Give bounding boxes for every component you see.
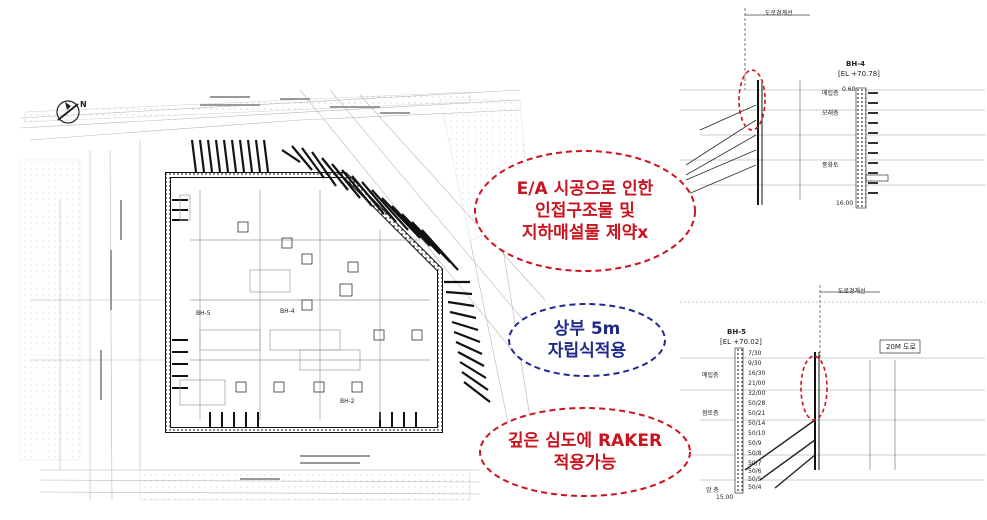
bh5-depth-mark: 50/6 xyxy=(748,468,762,475)
pit-markers xyxy=(235,221,423,393)
bh5-road-width: 20M 도로 xyxy=(886,343,917,351)
bh5-borehole-label: BH-5 xyxy=(727,328,746,336)
bh5-layer-fill: 매립층 xyxy=(702,372,719,379)
bh5-depth-mark: 7/30 xyxy=(748,350,762,357)
bh4-depth-top: 0.60 xyxy=(842,86,856,93)
strut-ticks-top xyxy=(190,139,270,173)
bh5-depth-mark: 50/9 xyxy=(748,440,762,447)
callout-raker-line-2: 적용가능 xyxy=(553,453,617,473)
highlight-raker-top xyxy=(800,355,828,421)
bh5-road-label: 도로경계선 xyxy=(838,288,866,295)
bh4-layer-weathered: 풍화토 xyxy=(822,162,839,169)
callout-ea-line-2: 인접구조물 및 xyxy=(535,201,635,221)
boring-log-bh4 xyxy=(855,87,878,209)
raker-struts xyxy=(744,419,816,489)
callout-self-support-line-2: 자립식적용 xyxy=(547,341,627,361)
excavation-outline xyxy=(165,172,443,433)
strut-ticks-diagonal xyxy=(281,145,459,271)
plan-bh2-label: BH-2 xyxy=(340,398,355,405)
north-arrow-icon xyxy=(56,100,80,124)
highlight-upper-wall xyxy=(738,69,766,131)
bh5-depth-mark: 32/00 xyxy=(748,390,766,397)
bh5-layer-rock: 암 층 xyxy=(706,487,719,494)
bh4-elevation-label: [EL +70.78] xyxy=(838,70,880,78)
strut-ticks-right xyxy=(444,280,491,403)
paving-strip-top xyxy=(19,91,531,501)
plan-bh4-label: BH-4 xyxy=(280,308,295,315)
bh4-road-label: 도로경계선 xyxy=(765,10,793,17)
callout-self-support-line-1: 상부 5m xyxy=(553,319,621,339)
bh5-depth-bottom: 15.00 xyxy=(716,494,734,501)
bh5-layer-clay: 점토층 xyxy=(702,410,719,417)
bh5-depth-mark: 50/10 xyxy=(748,430,766,437)
plan-bh5-label: BH-5 xyxy=(196,310,211,317)
inner-grid xyxy=(179,190,430,420)
bh5-depth-mark: 50/4 xyxy=(748,484,762,491)
callout-raker-line-1: 깊은 심도에 RAKER xyxy=(507,431,663,451)
boring-log-bh5 xyxy=(734,347,744,494)
bh5-depth-mark: 50/28 xyxy=(748,400,766,407)
strut-ticks-bottom xyxy=(209,412,417,428)
bh5-depth-mark: 50/8 xyxy=(748,450,762,457)
callout-ellipse-ea xyxy=(474,150,696,272)
plan-annotation-ticks xyxy=(100,96,410,480)
callout-upper-self-support: 상부 5m 자립식적용 xyxy=(517,318,657,362)
bh5-depth-mark: 50/21 xyxy=(748,410,766,417)
north-label: N xyxy=(80,100,87,109)
bh4-depth-bottom: 16.00 xyxy=(836,200,854,207)
bh5-elevation-label: [EL +70.02] xyxy=(720,338,762,346)
callout-raker: 깊은 심도에 RAKER 적용가능 xyxy=(495,430,675,474)
bh5-depth-mark: 50/5 xyxy=(748,476,762,483)
bh4-layer-fill: 매립층 xyxy=(822,90,839,97)
bh5-depth-mark: 9/30 xyxy=(748,360,762,367)
bh5-depth-mark: 21/00 xyxy=(748,380,766,387)
bh4-layer-sand: 모래층 xyxy=(822,110,839,117)
bh5-depth-mark: 16/30 xyxy=(748,370,766,377)
callout-ea-constraint: E/A 시공으로 인한 인접구조물 및 지하매설물 제약x xyxy=(495,178,675,244)
callout-ea-line-1: E/A 시공으로 인한 xyxy=(516,179,654,199)
bh4-borehole-label: BH-4 xyxy=(846,60,865,68)
bh5-depth-mark: 50/14 xyxy=(748,420,766,427)
bh5-depth-mark: 50/7 xyxy=(748,460,762,467)
callout-ellipse-self-support xyxy=(508,303,666,377)
callout-ea-line-3: 지하매설물 제약x xyxy=(521,223,649,243)
callout-ellipse-raker xyxy=(479,407,691,497)
